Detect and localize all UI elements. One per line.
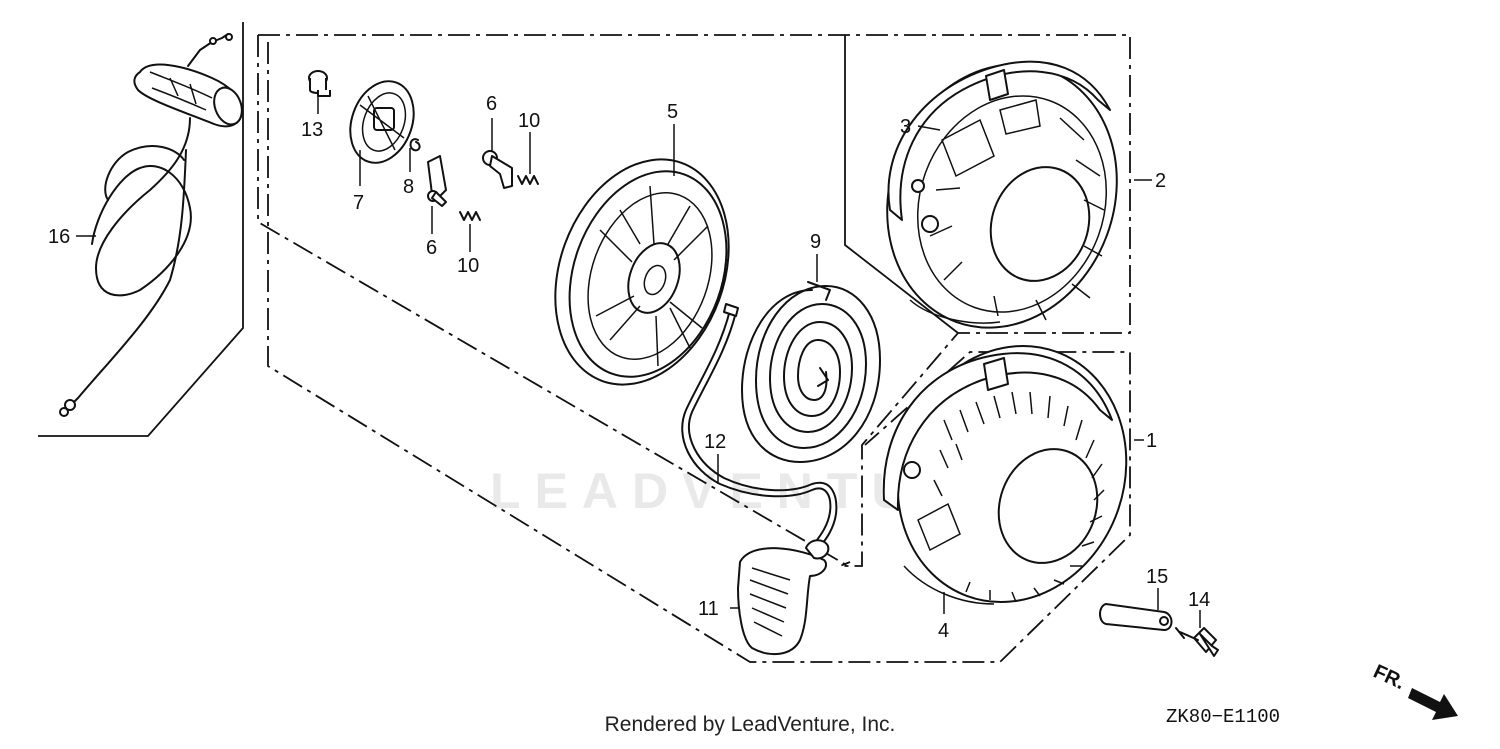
bolt-14: [1175, 627, 1219, 657]
guide-plate-15: [1099, 603, 1173, 631]
callout-16: 16: [48, 226, 70, 248]
starter-case-1-4: [882, 344, 1128, 605]
starter-rope-12: [681, 303, 838, 547]
callout-3: 3: [900, 116, 911, 138]
callout-7: 7: [353, 192, 364, 214]
starter-rope-16: [59, 117, 192, 417]
starter-handle-16: [133, 33, 243, 128]
rope-grip-11: [737, 539, 830, 656]
drawing-code: ZK80−E1100: [1166, 706, 1281, 728]
ratchet-bolt-13: [308, 70, 331, 97]
callout-9: 9: [810, 231, 821, 253]
cover-frame-line: [844, 35, 959, 334]
circlip-8: [409, 138, 421, 152]
callout-2: 2: [1155, 170, 1166, 192]
callout-6-lower: 6: [426, 237, 437, 259]
callout-12: 12: [704, 431, 726, 453]
handle-frame: [38, 22, 244, 437]
callout-1: 1: [1146, 430, 1157, 452]
callout-13: 13: [301, 119, 323, 141]
callout-4: 4: [938, 620, 949, 642]
footer-credit: Rendered by LeadVenture, Inc.: [604, 713, 896, 736]
front-direction-arrow-icon: FR.: [1370, 661, 1458, 720]
callout-11: 11: [698, 598, 719, 620]
callout-14: 14: [1188, 589, 1210, 611]
leader-lines: [76, 96, 1201, 628]
direction-label: FR.: [1370, 661, 1408, 695]
callout-10-lower: 10: [457, 255, 479, 277]
fan-cover-2-3: [886, 60, 1118, 329]
reel-5: [554, 158, 730, 386]
friction-plate-7: [349, 80, 415, 164]
callout-5: 5: [667, 101, 678, 123]
recoil-spring-9: [741, 281, 881, 463]
callout-8: 8: [403, 176, 414, 198]
ratchet-spring-10-lower: [459, 211, 481, 221]
callout-15: 15: [1146, 566, 1168, 588]
callout-6-upper: 6: [486, 93, 497, 115]
ratchet-6-upper: [482, 150, 513, 189]
ratchet-spring-10-upper: [517, 175, 539, 185]
callout-10-upper: 10: [518, 110, 540, 132]
ratchet-6-lower: [427, 155, 447, 207]
